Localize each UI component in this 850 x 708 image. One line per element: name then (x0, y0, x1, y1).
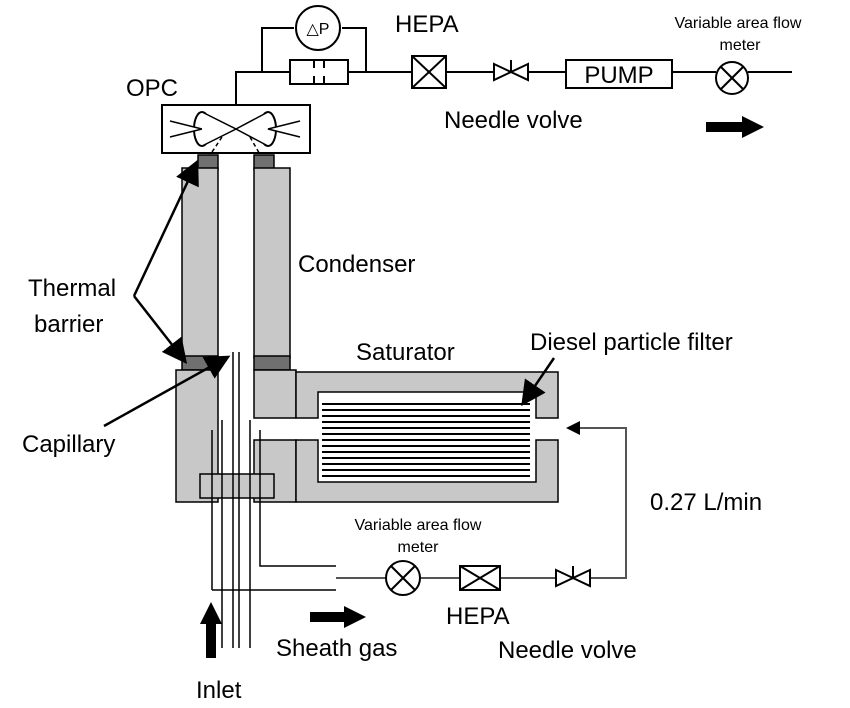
orifice-element (289, 59, 349, 85)
opc-box (161, 104, 311, 159)
inlet-label: Inlet (196, 677, 242, 704)
delta-p-gauge: △P (295, 5, 341, 51)
condenser-block (181, 154, 291, 371)
flow-meter-top-label-line1: Variable area flow (675, 15, 802, 32)
flow-meter-bottom (385, 560, 421, 596)
opc-label: OPC (126, 75, 178, 102)
sheath-gas-arrow (310, 606, 366, 628)
needle-valve-bottom (555, 566, 591, 588)
thermal-barrier-label-line1: Thermal (28, 275, 116, 302)
flow-meter-bottom-label-line2: meter (398, 539, 440, 556)
inlet-arrow (200, 602, 222, 658)
needle-valve-bottom-label: Needle volve (498, 637, 637, 664)
diesel-filter-label: Diesel particle filter (530, 329, 733, 356)
capillary-label: Capillary (22, 431, 115, 458)
diesel-filter-pointer (521, 357, 556, 407)
flow-meter-bottom-label-line1: Variable area flow (355, 517, 482, 534)
hepa-filter-bottom (459, 565, 501, 591)
saturator-return-line (336, 427, 627, 579)
thermal-barrier-label-line2: barrier (34, 311, 103, 338)
saturator-label: Saturator (356, 339, 455, 366)
hepa-top-label: HEPA (395, 11, 459, 38)
flow-rate-label: 0.27 L/min (650, 489, 762, 516)
capillary-tube (211, 352, 336, 648)
saturator-lower-body (175, 369, 297, 503)
delta-p-label: △P (307, 21, 330, 38)
diesel-particle-filter (322, 403, 530, 477)
flow-meter-top-label-line2: meter (720, 37, 762, 54)
flow-arrow-top (706, 116, 764, 138)
needle-valve-top (493, 60, 529, 82)
condenser-label: Condenser (298, 251, 415, 278)
hepa-filter-top (411, 55, 447, 89)
pump: PUMP (565, 59, 673, 89)
pump-label: PUMP (584, 62, 653, 89)
capillary-pointer (103, 355, 231, 428)
return-arrowhead (566, 421, 580, 435)
needle-valve-top-label: Needle volve (444, 107, 583, 134)
top-flow-line (235, 27, 792, 105)
sheath-gas-label: Sheath gas (276, 635, 397, 662)
hepa-bottom-label: HEPA (446, 603, 510, 630)
saturator-chamber (295, 371, 559, 503)
thermal-barrier-pointers (132, 159, 199, 364)
flow-meter-top (715, 61, 749, 95)
